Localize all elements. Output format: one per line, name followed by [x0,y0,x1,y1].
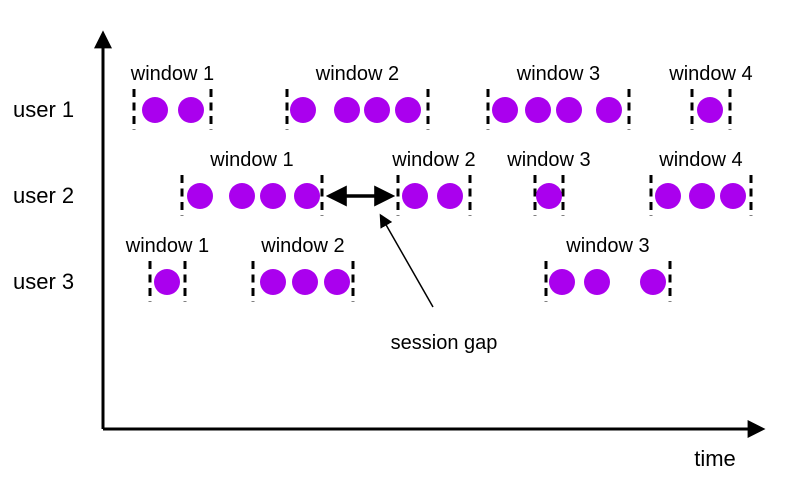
event-dot [229,183,255,209]
window-label: window 4 [668,63,752,85]
event-dot [142,97,168,123]
window-label: window 1 [125,235,209,257]
user-label: user 1 [13,97,74,122]
event-dot [187,183,213,209]
user-label: user 2 [13,183,74,208]
event-dot [584,269,610,295]
event-dot [492,97,518,123]
window-label: window 1 [209,149,293,171]
event-dot [260,183,286,209]
event-dot [334,97,360,123]
window-label: window 3 [565,235,649,257]
window-label: window 2 [260,235,344,257]
event-dot [402,183,428,209]
user-label: user 3 [13,269,74,294]
event-dot [720,183,746,209]
session-gap-label: session gap [391,332,498,354]
event-dot [154,269,180,295]
event-dot [364,97,390,123]
event-dot [395,97,421,123]
event-dot [437,183,463,209]
event-dot [556,97,582,123]
event-dot [294,183,320,209]
event-dot [697,97,723,123]
event-dot [655,183,681,209]
annotation-pointer-arrow [379,213,434,308]
window-label: window 3 [516,63,600,85]
event-dot [178,97,204,123]
event-dot [324,269,350,295]
event-dot [290,97,316,123]
window-label: window 1 [130,63,214,85]
time-axis-label: time [694,446,736,471]
event-dot [640,269,666,295]
window-label: window 2 [391,149,475,171]
window-label: window 3 [506,149,590,171]
event-dot [689,183,715,209]
window-label: window 2 [315,63,399,85]
event-dot [596,97,622,123]
event-dot [549,269,575,295]
window-label: window 4 [658,149,742,171]
event-dot [525,97,551,123]
event-dot [292,269,318,295]
event-dot [260,269,286,295]
event-dot [536,183,562,209]
